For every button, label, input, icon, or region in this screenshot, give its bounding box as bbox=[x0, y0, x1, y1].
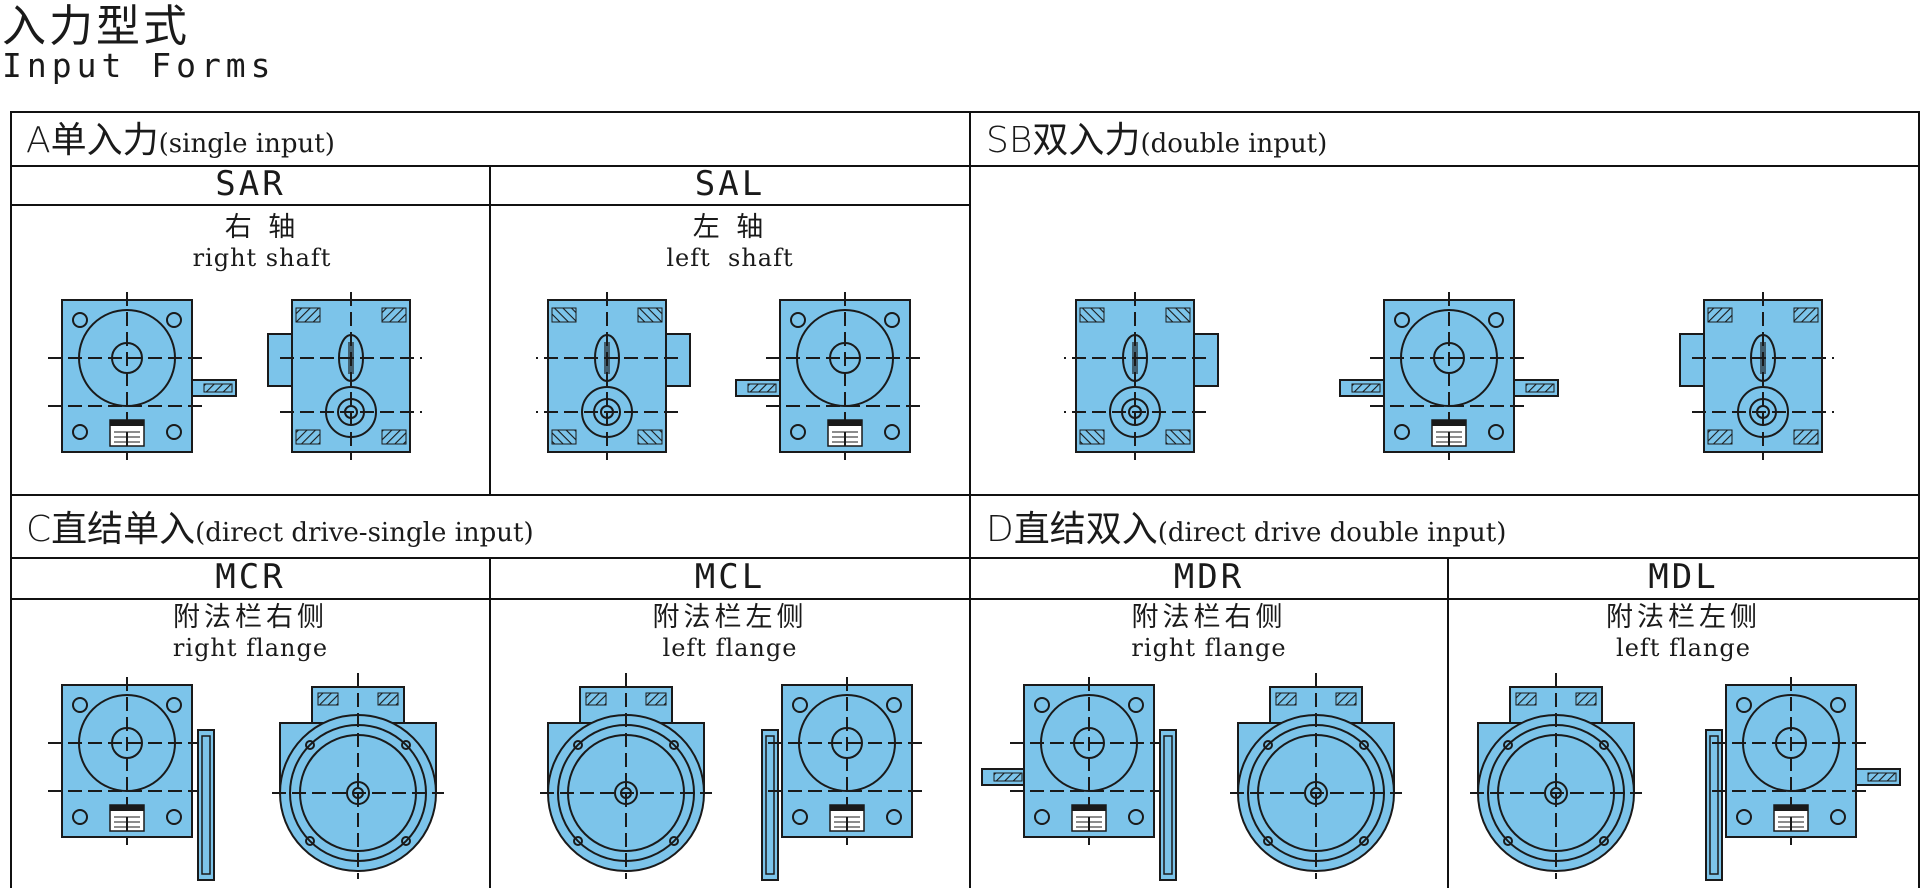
gearbox-front-view-icon bbox=[47, 291, 207, 461]
gearbox-front-view-icon bbox=[47, 676, 207, 846]
mcr-drawing bbox=[47, 672, 445, 881]
section-a-header: A单入力(single input) bbox=[26, 121, 335, 164]
sar-caption-cn: 右 轴 bbox=[224, 212, 300, 243]
section-sb-prefix: SB双入力 bbox=[986, 120, 1141, 161]
model-code-mdr: MDR bbox=[1173, 557, 1245, 597]
table-right-border bbox=[1918, 113, 1920, 888]
sar-caption: 右 轴 right shaft bbox=[12, 213, 512, 273]
row-line-section-c-top bbox=[12, 494, 1920, 496]
flange-plate-icon bbox=[197, 729, 215, 881]
col-line-sar-sal bbox=[489, 167, 491, 494]
page-header: 入力型式 Input Forms bbox=[2, 0, 276, 82]
input-shaft-icon bbox=[1513, 379, 1559, 397]
section-d-header: D直结双入(direct drive double input) bbox=[986, 510, 1506, 553]
gearbox-side-view-icon bbox=[535, 291, 679, 461]
flange-plate-icon bbox=[1705, 729, 1723, 881]
gearbox-front-view-icon bbox=[1711, 676, 1871, 846]
motor-flange-view-icon bbox=[539, 672, 713, 880]
gearbox-front-view-icon bbox=[1369, 291, 1529, 461]
mcr-caption-cn: 附法栏右侧 bbox=[173, 602, 328, 633]
mdl-caption: 附法栏左侧 left flange bbox=[1449, 603, 1918, 663]
sal-caption-en: left shaft bbox=[666, 244, 794, 272]
model-code-mdl: MDL bbox=[1648, 557, 1719, 597]
section-c-paren: (direct drive-single input) bbox=[195, 518, 534, 548]
model-code-mcl: MCL bbox=[694, 557, 766, 597]
mdr-caption-en: right flange bbox=[1131, 634, 1287, 662]
page-title-en: Input Forms bbox=[2, 46, 276, 85]
section-d-paren: (direct drive double input) bbox=[1157, 518, 1507, 548]
gearbox-side-view-icon bbox=[279, 291, 423, 461]
motor-flange-view-icon bbox=[271, 672, 445, 880]
input-forms-table: A单入力(single input) SB双入力(double input) C… bbox=[10, 111, 1920, 888]
section-c-header: C直结单入(direct drive-single input) bbox=[26, 510, 534, 553]
sal-caption: 左 轴 left shaft bbox=[491, 213, 969, 273]
mdr-caption-cn: 附法栏右侧 bbox=[1131, 602, 1287, 633]
gearbox-front-view-icon bbox=[767, 676, 927, 846]
mdr-caption: 附法栏右侧 right flange bbox=[971, 603, 1447, 663]
model-code-sal: SAL bbox=[694, 164, 766, 204]
mdl-drawing bbox=[1469, 672, 1901, 881]
mdl-caption-cn: 附法栏左侧 bbox=[1606, 602, 1761, 633]
input-shaft-icon bbox=[735, 379, 781, 397]
row-line-section-c-header bbox=[12, 557, 1920, 559]
gearbox-side-view-icon bbox=[1063, 291, 1207, 461]
section-a-paren: (single input) bbox=[158, 129, 335, 159]
flange-plate-icon bbox=[1159, 729, 1177, 881]
mcr-caption-en: right flange bbox=[172, 634, 329, 662]
input-shaft-icon bbox=[981, 768, 1027, 786]
mcl-drawing bbox=[539, 672, 927, 881]
col-line-center bbox=[969, 113, 971, 888]
model-code-mcr: MCR bbox=[215, 557, 286, 597]
input-shaft-icon bbox=[1339, 379, 1385, 397]
mdr-drawing bbox=[981, 672, 1403, 881]
sar-caption-en: right shaft bbox=[192, 244, 332, 272]
gearbox-side-view-icon bbox=[1691, 291, 1835, 461]
mcl-caption-cn: 附法栏左侧 bbox=[652, 602, 808, 633]
col-line-mdr-mdl bbox=[1447, 559, 1449, 888]
gearbox-front-view-icon bbox=[1009, 676, 1169, 846]
motor-flange-view-icon bbox=[1229, 672, 1403, 880]
sar-drawing bbox=[47, 291, 423, 461]
section-sb-paren: (double input) bbox=[1140, 129, 1328, 159]
row-line-section-a-header bbox=[12, 165, 1920, 167]
mcr-caption: 附法栏右侧 right flange bbox=[12, 603, 489, 663]
gearbox-front-view-icon bbox=[765, 291, 925, 461]
sb-drawing bbox=[1063, 291, 1835, 461]
input-shaft-icon bbox=[1855, 768, 1901, 786]
row-line-model-header-c bbox=[12, 598, 1920, 600]
model-code-sar: SAR bbox=[215, 164, 286, 204]
page-title-cn: 入力型式 bbox=[2, 1, 190, 52]
flange-plate-icon bbox=[761, 729, 779, 881]
mcl-caption-en: left flange bbox=[662, 634, 798, 662]
section-sb-header: SB双入力(double input) bbox=[986, 121, 1327, 164]
row-line-model-header-a bbox=[12, 204, 970, 206]
sal-caption-cn: 左 轴 bbox=[692, 212, 768, 243]
sal-drawing bbox=[535, 291, 925, 461]
input-shaft-icon bbox=[191, 379, 237, 397]
section-a-prefix: A单入力 bbox=[26, 120, 159, 161]
mdl-caption-en: left flange bbox=[1616, 634, 1751, 662]
motor-flange-view-icon bbox=[1469, 672, 1643, 880]
mcl-caption: 附法栏左侧 left flange bbox=[491, 603, 969, 663]
section-d-prefix: D直结双入 bbox=[986, 509, 1158, 550]
col-line-mcr-mcl bbox=[489, 559, 491, 888]
section-c-prefix: C直结单入 bbox=[26, 509, 196, 550]
